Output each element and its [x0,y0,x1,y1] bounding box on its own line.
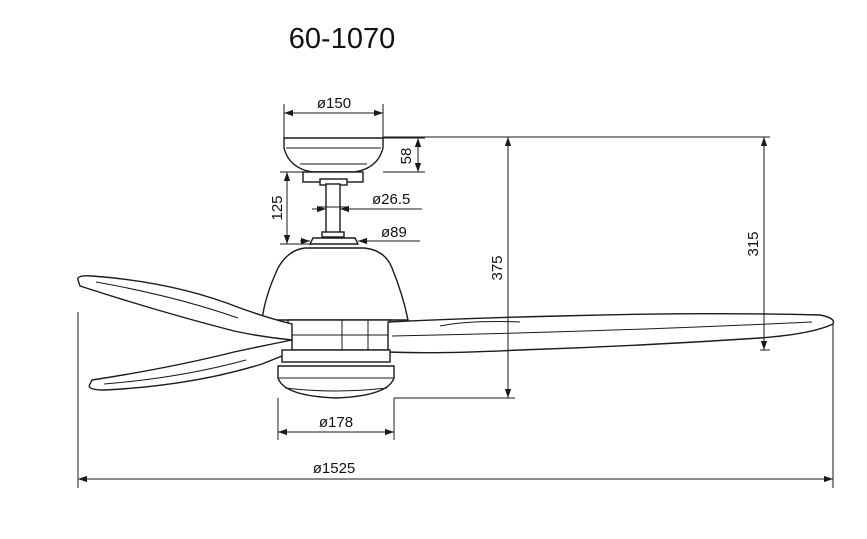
light-kit [277,349,395,399]
downrod [318,183,348,238]
model-title: 60-1070 [289,23,395,55]
downrod-length-label: 125 [269,195,286,220]
left-blade-upper [77,275,293,341]
light-diameter-label: ø178 [319,414,353,431]
right-blade [387,313,835,354]
ceiling-to-blade-label: 315 [745,231,762,256]
ceiling-to-light-label: 375 [489,255,506,280]
dimension-lines [77,104,834,488]
left-blade-lower [88,339,293,391]
motor-housing [261,237,409,321]
blade-hub [287,319,391,351]
canopy-diameter-label: ø150 [317,95,351,112]
blade-span-label: ø1525 [313,460,356,477]
downrod-diameter-label: ø26.5 [372,191,410,208]
canopy-height-label: 58 [398,148,415,165]
fan-body [77,137,835,399]
canopy [283,137,384,186]
collar-diameter-label: ø89 [381,224,407,241]
